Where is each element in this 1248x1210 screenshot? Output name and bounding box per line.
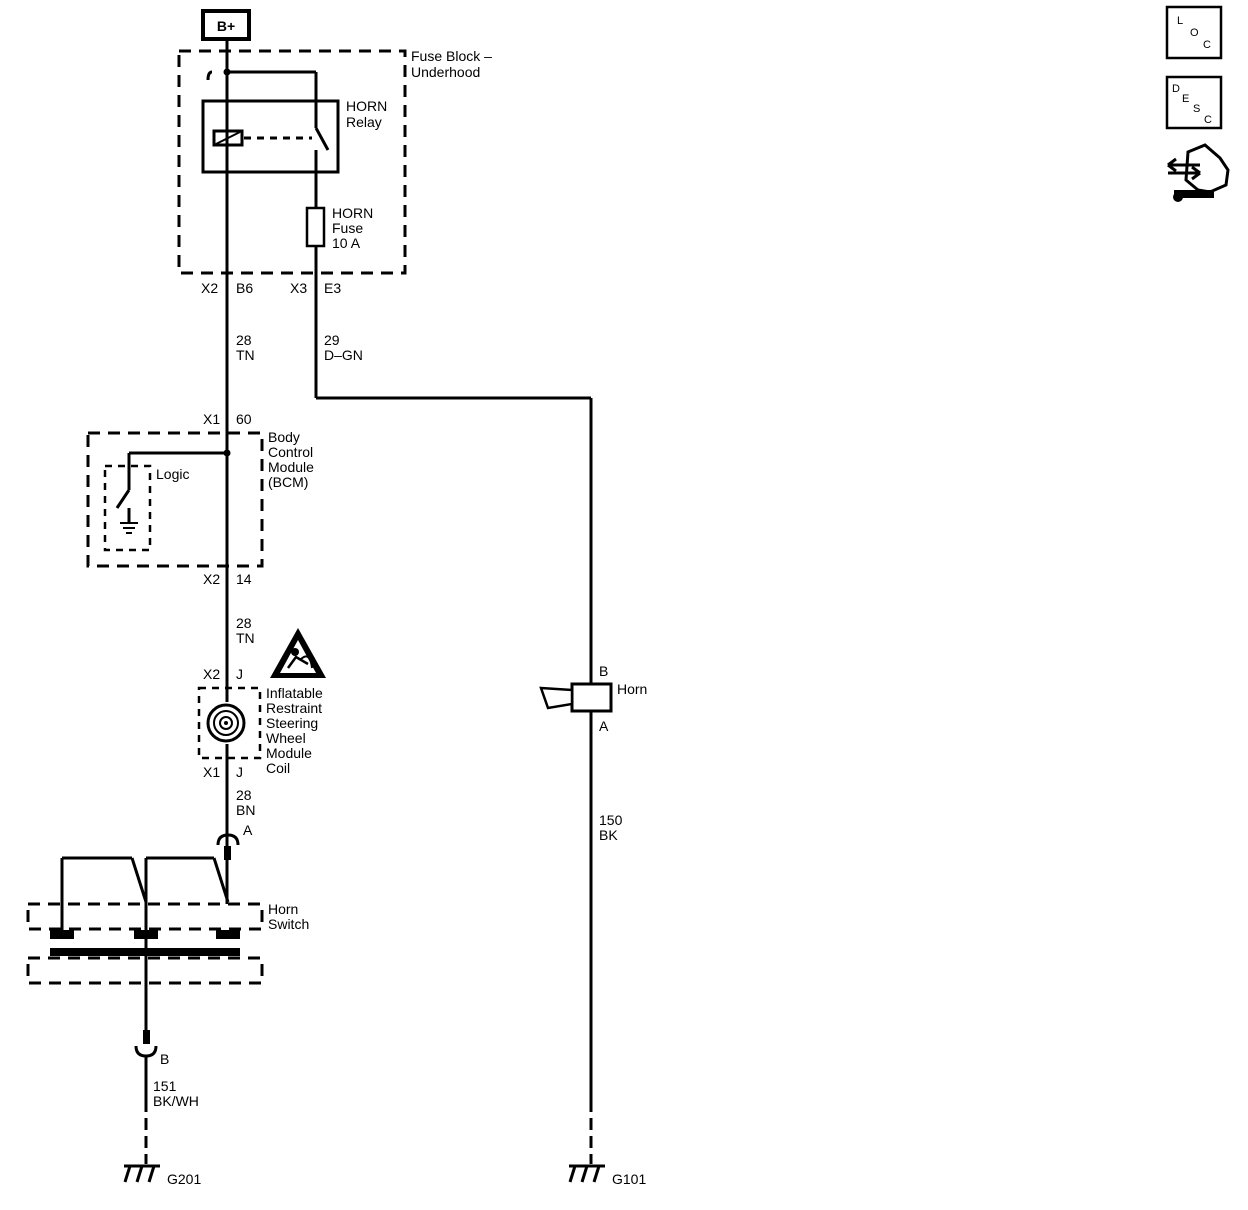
horn-icon (539, 686, 574, 710)
bcm-name-2: Control (268, 444, 313, 460)
coil-name-6: Coil (266, 760, 290, 776)
ground-g201: G201 (123, 1164, 201, 1187)
fuse-block-connector-x3: X3 (290, 280, 307, 296)
connector-a-icon (216, 833, 240, 846)
bcm-name-4: (BCM) (268, 474, 308, 490)
bcm-logic-switch (115, 489, 131, 509)
bcm-connector-x1: X1 (203, 411, 220, 427)
coil-connector-x2: X2 (203, 666, 220, 682)
wire-28-tn-top-circuit: 28 (236, 332, 252, 348)
relay-contact-switch (314, 127, 330, 151)
desc-letter-e: E (1182, 93, 1189, 105)
bcm-pin-60: 60 (236, 411, 252, 427)
horn-switch-pin-a: A (243, 822, 253, 838)
steering-wheel-module-coil: X2 J Inflatable Restraint Steering Wheel… (197, 666, 323, 780)
wire-28-bn-color: BN (236, 802, 255, 818)
logic-ground-icon (120, 522, 138, 534)
horn-switch: A Horn Switch B (26, 822, 309, 1067)
fuse-block-name-2: Underhood (411, 64, 480, 80)
fuse-block-name-1: Fuse Block – (411, 48, 492, 64)
ground-g101: G101 (568, 1164, 646, 1187)
wire-28-tn-top-color: TN (236, 347, 255, 363)
horn-fuse-label-1: HORN (332, 205, 373, 221)
connector-b-icon (134, 1045, 158, 1058)
bcm-logic-label: Logic (156, 466, 189, 482)
horn-relay-box (201, 99, 340, 174)
horn-fuse-label-2: Fuse (332, 220, 363, 236)
wire-29-circuit: 29 (324, 332, 340, 348)
bcm-name-1: Body (268, 429, 300, 445)
bcm-pin-14: 14 (236, 571, 252, 587)
horn-switch-name-1: Horn (268, 901, 298, 917)
horn-relay-label-1: HORN (346, 98, 387, 114)
airbag-warning-icon (270, 628, 326, 678)
coil-name-1: Inflatable (266, 685, 323, 701)
wire-150-circuit: 150 (599, 812, 623, 828)
horn-feed-wire-29 (314, 150, 593, 684)
wire-28-tn-mid-color: TN (236, 630, 255, 646)
desc-letter-c: C (1204, 114, 1212, 126)
clockspring-coil-icon (206, 703, 246, 743)
desc-letter-d: D (1172, 83, 1180, 95)
wire-28-bn-circuit: 28 (236, 787, 252, 803)
ground-g101-label: G101 (612, 1171, 646, 1187)
coil-pin-j-top: J (236, 666, 243, 682)
loc-letter-o: O (1190, 27, 1199, 39)
fuse-block-pin-e3: E3 (324, 280, 341, 296)
desc-icon-button[interactable]: D E S C (1165, 75, 1223, 130)
fuse-block-pin-b6: B6 (236, 280, 253, 296)
battery-label: B+ (217, 18, 235, 34)
coil-name-2: Restraint (266, 700, 322, 716)
horn-switch-name-2: Switch (268, 916, 309, 932)
horn-switch-pin-b: B (160, 1051, 169, 1067)
loc-letter-l: L (1177, 15, 1183, 27)
horn-pin-b: B (599, 663, 608, 679)
wire-28-tn-mid-circuit: 28 (236, 615, 252, 631)
horn-pin-a: A (599, 718, 609, 734)
coil-name-4: Wheel (266, 730, 306, 746)
horn-fuse-label-3: 10 A (332, 235, 361, 251)
coil-name-5: Module (266, 745, 312, 761)
ground-g201-label: G201 (167, 1171, 201, 1187)
battery-positive-box: B+ (201, 9, 251, 41)
wire-151-color: BK/WH (153, 1093, 199, 1109)
wire-150-color: BK (599, 827, 618, 843)
coil-pin-j-bottom: J (236, 764, 243, 780)
connector-end-view-icon[interactable] (1167, 143, 1230, 202)
horn-label: Horn (617, 681, 647, 697)
wire-29-color: D–GN (324, 347, 363, 363)
coil-connector-x1: X1 (203, 764, 220, 780)
loc-icon-button[interactable]: L O C (1165, 5, 1223, 60)
wire-151-circuit: 151 (153, 1078, 177, 1094)
horn-component: B Horn A 150 BK (539, 663, 647, 1164)
bcm-connector-x2: X2 (203, 571, 220, 587)
desc-letter-s: S (1193, 103, 1200, 115)
loc-letter-c: C (1203, 39, 1211, 51)
horn-fuse-icon (305, 206, 326, 248)
horn-relay-label-2: Relay (346, 114, 382, 130)
horn-switch-bus-bar (50, 948, 240, 956)
fuse-block-connector-x2: X2 (201, 280, 218, 296)
coil-name-3: Steering (266, 715, 318, 731)
fuse-block-underhood: Fuse Block – Underhood HORN Relay HORN F… (177, 48, 492, 296)
bcm-name-3: Module (268, 459, 314, 475)
body-control-module: X1 60 Body Control Module (BCM) Logic X2… (86, 411, 314, 587)
